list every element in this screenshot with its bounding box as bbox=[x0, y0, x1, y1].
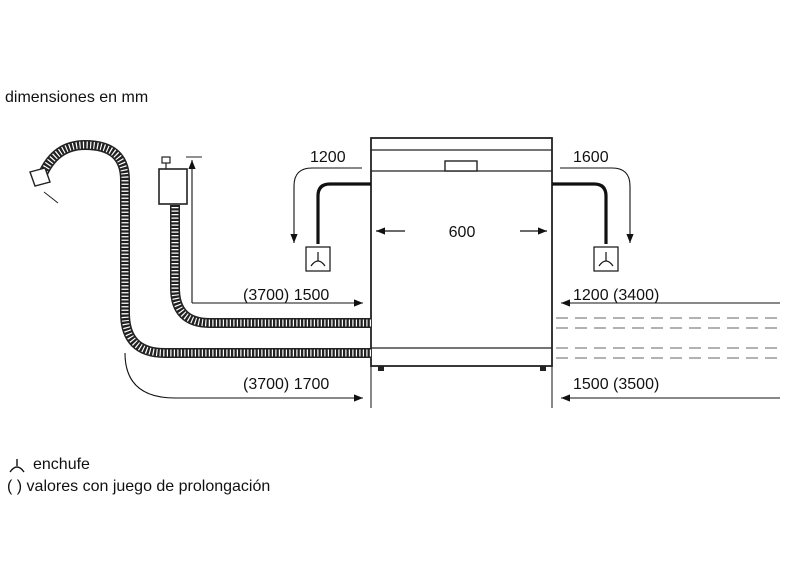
legend-plug-label: enchufe bbox=[33, 456, 90, 473]
diagram-title: dimensiones en mm bbox=[5, 89, 149, 106]
width-dimension: 600 bbox=[376, 224, 547, 241]
right-dimensions: 1200 (3400) 1500 (3500) bbox=[551, 287, 782, 408]
legend-extension-row: ( ) valores con juego de prolongación bbox=[7, 476, 270, 498]
legend-plug-row: enchufe bbox=[7, 454, 270, 476]
control-panel-display bbox=[444, 160, 478, 172]
width-label: 600 bbox=[449, 224, 476, 241]
inlet-valve bbox=[158, 156, 188, 205]
right-hose-upper-length: 1200 (3400) bbox=[573, 287, 659, 304]
left-power-cord: 1200 bbox=[290, 149, 371, 272]
drain-hose-end bbox=[29, 167, 59, 204]
left-hose-upper-length: (3700) 1500 bbox=[243, 287, 329, 304]
left-foot bbox=[378, 366, 384, 371]
plug-socket-icon bbox=[305, 246, 331, 272]
right-foot bbox=[540, 366, 546, 371]
left-cord-length: 1200 bbox=[310, 149, 346, 166]
legend: enchufe ( ) valores con juego de prolong… bbox=[7, 454, 270, 498]
left-hoses: (3700) 1500 (3700) 1700 bbox=[29, 139, 372, 408]
right-cord-length: 1600 bbox=[573, 149, 609, 166]
hose-extension-lines bbox=[556, 317, 782, 359]
left-hose-lower-length: (3700) 1700 bbox=[243, 376, 329, 393]
plug-icon bbox=[9, 459, 25, 473]
right-power-cord: 1600 bbox=[552, 149, 634, 272]
plug-socket-icon bbox=[593, 246, 619, 272]
legend-extension-label: ( ) valores con juego de prolongación bbox=[7, 478, 271, 495]
right-hose-lower-length: 1500 (3500) bbox=[573, 376, 659, 393]
dishwasher-body bbox=[370, 137, 553, 371]
